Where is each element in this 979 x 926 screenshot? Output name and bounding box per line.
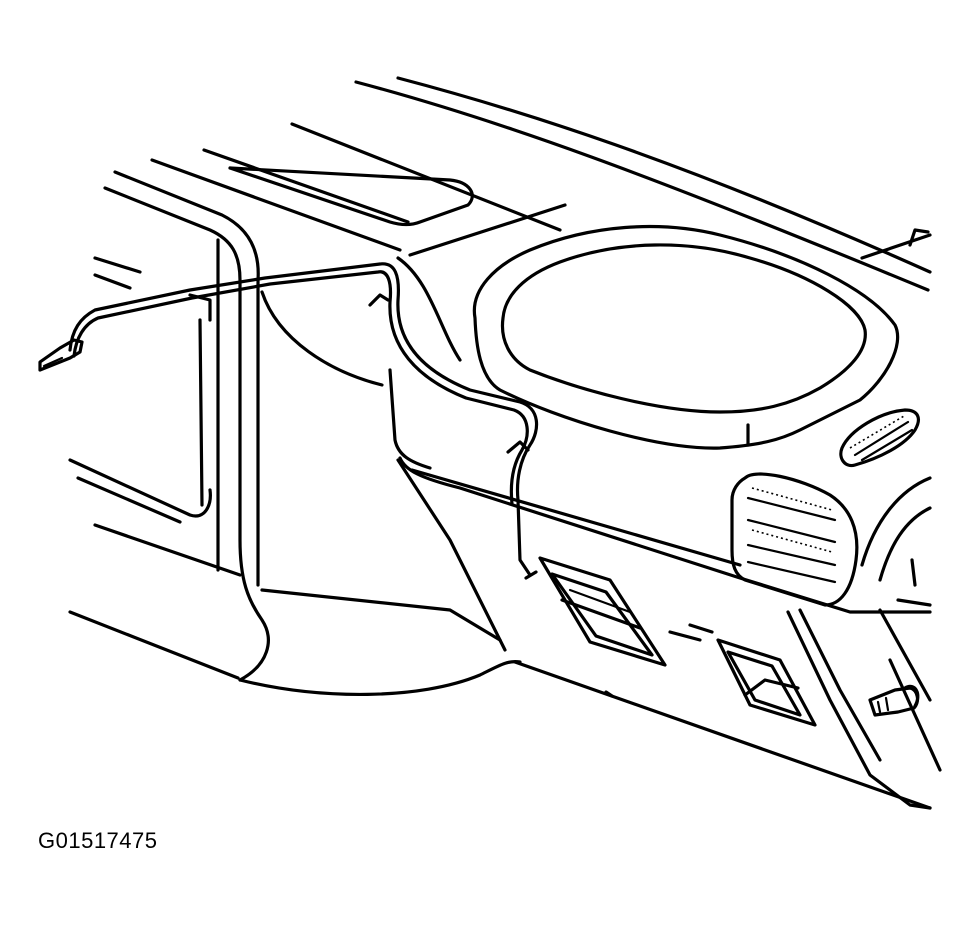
side-defrost-vent xyxy=(839,408,920,468)
wiring-harness xyxy=(38,262,539,580)
lower-grille-center xyxy=(716,638,817,727)
lower-dash-details xyxy=(668,608,942,810)
figure-id-label: G01517475 xyxy=(38,828,158,853)
right-instrument-pod xyxy=(860,476,932,607)
windshield-edge-lines xyxy=(150,76,932,292)
dashboard-body xyxy=(238,256,932,810)
dash-speaker-pad xyxy=(228,166,474,227)
connector-plug xyxy=(868,684,920,717)
lower-grille-left xyxy=(538,556,667,667)
center-air-vent xyxy=(730,472,859,607)
a-pillar xyxy=(68,170,270,682)
instrument-cluster-opening xyxy=(472,225,900,450)
